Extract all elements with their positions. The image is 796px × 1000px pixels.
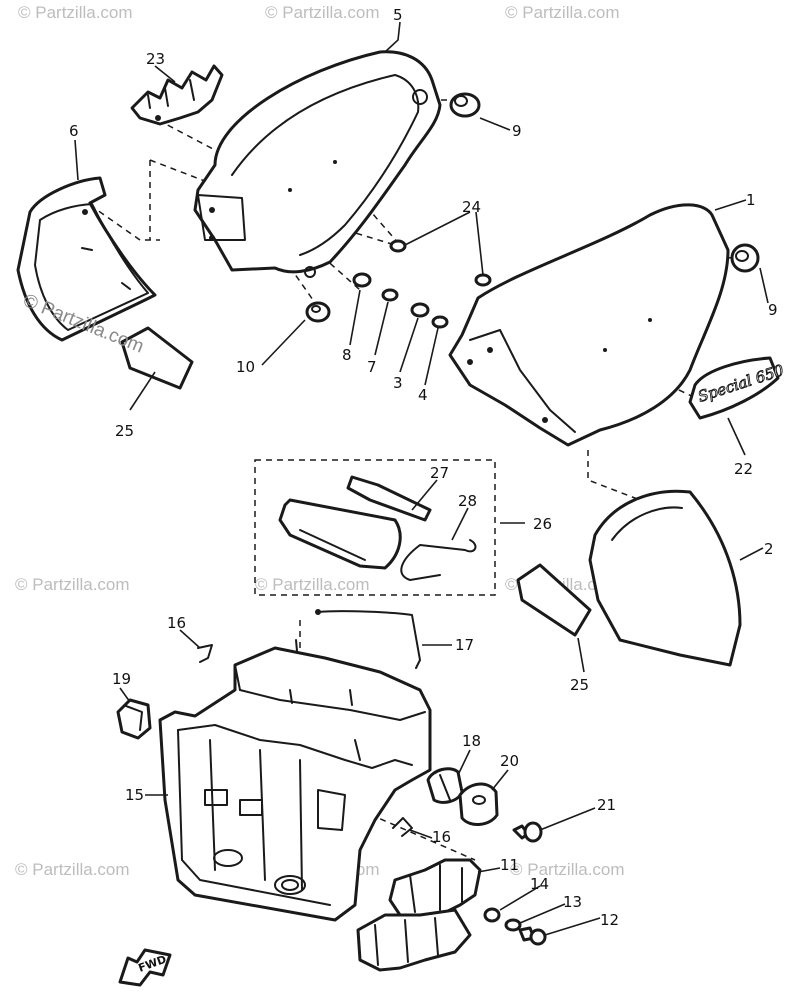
side-panel-6 — [16, 176, 157, 342]
callout-22: 22 — [734, 460, 753, 478]
callout-20: 20 — [500, 752, 519, 770]
pad-25-right — [516, 563, 592, 637]
clip-16-lower — [392, 817, 413, 837]
callout-9-top: 9 — [512, 122, 522, 140]
watermark-3: © Partzilla.com — [505, 3, 620, 22]
callout-15: 15 — [125, 786, 144, 804]
callout-19: 19 — [112, 670, 131, 688]
callout-25-right: 25 — [570, 676, 589, 694]
callout-26: 26 — [533, 515, 552, 533]
callout-14: 14 — [530, 875, 549, 893]
callout-18: 18 — [462, 732, 481, 750]
callout-16-upper: 16 — [167, 614, 186, 632]
clip-16-upper — [197, 644, 213, 663]
damper-19 — [116, 698, 152, 740]
callout-27: 27 — [430, 464, 449, 482]
callout-4: 4 — [418, 386, 428, 404]
callout-2: 2 — [764, 540, 774, 558]
callout-24: 24 — [462, 198, 481, 216]
callout-16-lower: 16 — [432, 828, 451, 846]
emblem-22: Special 650 — [688, 356, 787, 420]
callout-23: 23 — [146, 50, 165, 68]
callout-1: 1 — [746, 191, 756, 209]
bolt-12 — [518, 926, 547, 946]
callout-9-right: 9 — [768, 301, 778, 319]
callout-12: 12 — [600, 911, 619, 929]
callout-25-left: 25 — [115, 422, 134, 440]
clamp-lower — [356, 908, 472, 972]
washers-24 — [389, 239, 492, 287]
fwd-arrow: FWD — [118, 948, 172, 987]
callout-21: 21 — [597, 796, 616, 814]
watermark-10: © Partzilla.com — [510, 860, 625, 879]
watermark-1: © Partzilla.com — [18, 3, 133, 22]
callout-10: 10 — [236, 358, 255, 376]
callout-3: 3 — [393, 374, 403, 392]
callout-5: 5 — [393, 6, 403, 24]
callouts: 5 23 6 9 24 1 9 10 8 7 3 4 25 22 27 28 2… — [69, 6, 778, 929]
rubber-10 — [305, 301, 331, 323]
bracket-11 — [388, 858, 482, 922]
left-side-cover-5 — [193, 50, 442, 278]
toolkit-box-26 — [254, 459, 496, 596]
grommet-9-top — [449, 92, 481, 118]
bracket-23 — [130, 64, 224, 126]
right-side-cover-1 — [448, 203, 730, 447]
side-cover-2 — [588, 489, 742, 667]
watermark-2: © Partzilla.com — [265, 3, 380, 22]
rubber-20 — [458, 782, 499, 826]
collars — [352, 272, 449, 329]
leader-lines — [74, 21, 769, 936]
callout-13: 13 — [563, 893, 582, 911]
callout-11: 11 — [500, 856, 519, 874]
battery-box-15 — [158, 646, 432, 922]
pad-25-left — [120, 326, 194, 390]
callout-8: 8 — [342, 346, 352, 364]
callout-17: 17 — [455, 636, 474, 654]
watermark-8: © Partzilla.com — [15, 860, 130, 879]
grommet-9-right — [730, 243, 760, 273]
watermark-6: © Partzilla.com — [255, 575, 370, 594]
callout-28: 28 — [458, 492, 477, 510]
washer-14 — [483, 907, 501, 923]
callout-7: 7 — [367, 358, 377, 376]
bolt-21 — [512, 821, 543, 843]
watermark-5: © Partzilla.com — [15, 575, 130, 594]
damper-18 — [426, 767, 464, 804]
callout-6: 6 — [69, 122, 79, 140]
washer-13 — [504, 918, 522, 932]
